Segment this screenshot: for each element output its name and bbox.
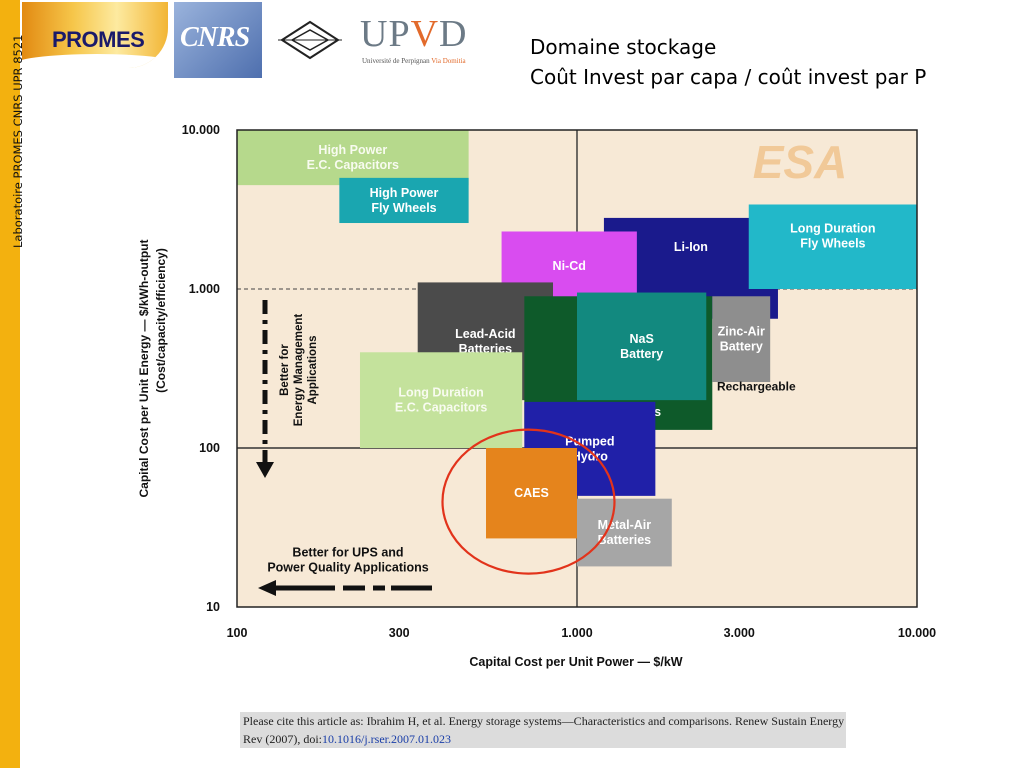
slide-title-line2: Coût Invest par capa / coût invest par P [530,65,927,89]
region-caes [486,448,577,539]
annotation-ups-line: Power Quality Applications [267,561,428,575]
x-tick-label: 10.000 [898,626,936,640]
region-label-caes: CAES [514,486,549,500]
region-label-ni_cd-line: Ni-Cd [553,259,586,273]
region-nas [577,292,707,401]
region-label-nas-line: Battery [620,347,663,361]
upvd-logo-d: D [439,13,468,55]
annotation-energy-mgmt-line: Better for [279,344,291,396]
cnrs-logo: CNRS [174,2,262,78]
region-label-metal_air-line: Batteries [598,533,652,547]
y-tick-label: 10 [206,600,220,614]
x-axis-label: Capital Cost per Unit Power — $/kW [469,655,682,669]
region-caps_hp [237,130,469,186]
region-label-zinc_air-line: Battery [720,340,763,354]
arrow-left-head [258,580,276,596]
esa-watermark: ESA [753,136,848,188]
sidebar-strip [0,0,20,768]
citation-text: Please cite this article as: Ibrahim H, … [243,714,845,746]
y-tick-label: 1.000 [189,282,220,296]
region-label-caps_hp-line: High Power [318,143,387,157]
y-tick-label: 100 [199,441,220,455]
y-axis-label-line1: Capital Cost per Unit Energy — $/kWh-out… [137,239,151,497]
annotation-ups-line: Better for UPS and [292,546,403,560]
annotation-energy-mgmt-line: Energy Management [293,314,305,427]
promes-logo: PROMES [22,2,168,68]
region-label-caps_ld-line: E.C. Capacitors [395,401,487,415]
region-label-lead_acid-line: Lead-Acid [455,327,515,341]
upvd-logo-up: UP [360,13,411,55]
y-axis-label-line2: (Cost/capacity/efficiency) [154,248,168,393]
x-tick-label: 300 [389,626,410,640]
slide-title-line1: Domaine stockage [530,35,717,59]
region-label-pumped-line: Pumped [565,434,614,448]
upvd-subtitle-via: Via Domitia [431,57,466,65]
region-caps_ld [359,352,523,448]
x-tick-label: 100 [227,626,248,640]
arrow-down-head [256,462,274,478]
region-label-caps_hp-line: E.C. Capacitors [307,158,399,172]
citation-doi-link[interactable]: 10.1016/j.rser.2007.01.023 [322,732,451,746]
region-label-fly_hp-line: High Power [370,186,439,200]
caes-highlight-circle [441,428,616,575]
region-fly_hp [339,177,469,224]
region-zinc_air [712,296,771,383]
region-label-caps_ld-line: Long Duration [398,386,483,400]
diamond-logo-icon [278,20,342,60]
x-tick-label: 3.000 [724,626,755,640]
annotation-energy-mgmt-line: Applications [307,335,319,404]
cnrs-logo-text: CNRS [180,22,250,53]
upvd-logo: UPVD Université de Perpignan Via Domitia [360,12,490,72]
region-label-nas-line: NaS [629,332,653,346]
slide-title: Domaine stockage Coût Invest par capa / … [530,32,926,92]
upvd-subtitle: Université de Perpignan [362,57,430,65]
annotation-rechargeable-line: Rechargeable [717,379,796,393]
region-label-li_ion-line: Li-Ion [674,240,708,254]
region-label-metal_air-line: Metal-Air [598,518,652,532]
region-label-li_ion: Li-Ion [674,240,708,254]
annotation-rechargeable: Rechargeable [717,379,796,393]
promes-logo-text: PROMES [52,27,145,52]
region-label-fly_ld-line: Long Duration [790,221,875,235]
region-metal_air [577,498,672,567]
region-label-ni_cd: Ni-Cd [553,259,586,273]
citation-box: Please cite this article as: Ibrahim H, … [240,712,846,748]
region-fly_ld [748,204,917,289]
plot-frame [236,129,918,608]
region-label-fly_ld-line: Fly Wheels [800,236,865,250]
x-tick-label: 1.000 [561,626,592,640]
region-label-fly_hp-line: Fly Wheels [371,201,436,215]
upvd-logo-v: V [410,13,440,55]
region-label-zinc_air-line: Zinc-Air [718,325,765,339]
watermark-text: ESA [753,136,848,188]
y-tick-label: 10.000 [182,123,220,137]
region-label-caes-line: CAES [514,486,549,500]
